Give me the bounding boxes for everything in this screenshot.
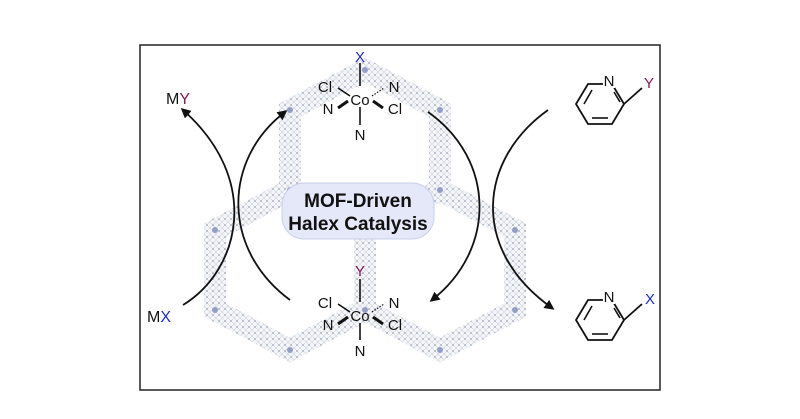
reagent-metal-label: M — [147, 309, 160, 326]
cycle-arrows — [180, 108, 555, 310]
right-cycle-arrow — [427, 111, 481, 302]
bottom-cl-right: Cl — [388, 317, 402, 334]
center-label: MOF-Driven Halex Catalysis — [281, 182, 435, 240]
substrate-y-label: Y — [644, 75, 654, 92]
bottom-cl-left: Cl — [318, 295, 332, 312]
top-cobalt-complex: X Co Cl N N Cl N — [318, 49, 402, 144]
center-label-bg — [281, 182, 435, 240]
reagent-anion-label: X — [160, 309, 171, 326]
product-metal-label: M — [166, 91, 179, 108]
top-n-right: N — [389, 79, 400, 96]
svg-text:MX: MX — [147, 309, 171, 326]
center-label-line2: Halex Catalysis — [288, 214, 427, 235]
metal-salt-product: MY — [166, 91, 190, 108]
top-axial-n: N — [355, 127, 366, 144]
svg-text:MY: MY — [166, 91, 190, 108]
bottom-cobalt-complex: Y Co Cl N N Cl N — [318, 263, 402, 360]
pyridine-substrate: N Y — [574, 73, 654, 125]
top-cl-right: Cl — [388, 101, 402, 118]
left-cycle-arrow — [237, 110, 291, 301]
bottom-n-right: N — [389, 295, 400, 312]
bottom-axial-n: N — [355, 343, 366, 360]
top-axial-x: X — [355, 49, 365, 66]
center-label-line1: MOF-Driven — [304, 191, 412, 212]
bottom-metal-co: Co — [350, 308, 369, 325]
substrate-exchange-arrow — [492, 109, 555, 310]
product-x-label: X — [645, 291, 655, 308]
metal-salt-reagent: MX — [147, 309, 171, 326]
substrate-ring-n: N — [604, 73, 615, 90]
top-metal-co: Co — [350, 92, 369, 109]
salt-exchange-arrow — [180, 108, 236, 306]
product-ring-n: N — [604, 289, 615, 306]
pyridine-product: N X — [574, 289, 655, 341]
top-cl-left: Cl — [318, 79, 332, 96]
top-n-left: N — [323, 101, 334, 118]
bottom-axial-y: Y — [355, 263, 365, 280]
bottom-n-left: N — [323, 317, 334, 334]
product-anion-label: Y — [179, 91, 190, 108]
